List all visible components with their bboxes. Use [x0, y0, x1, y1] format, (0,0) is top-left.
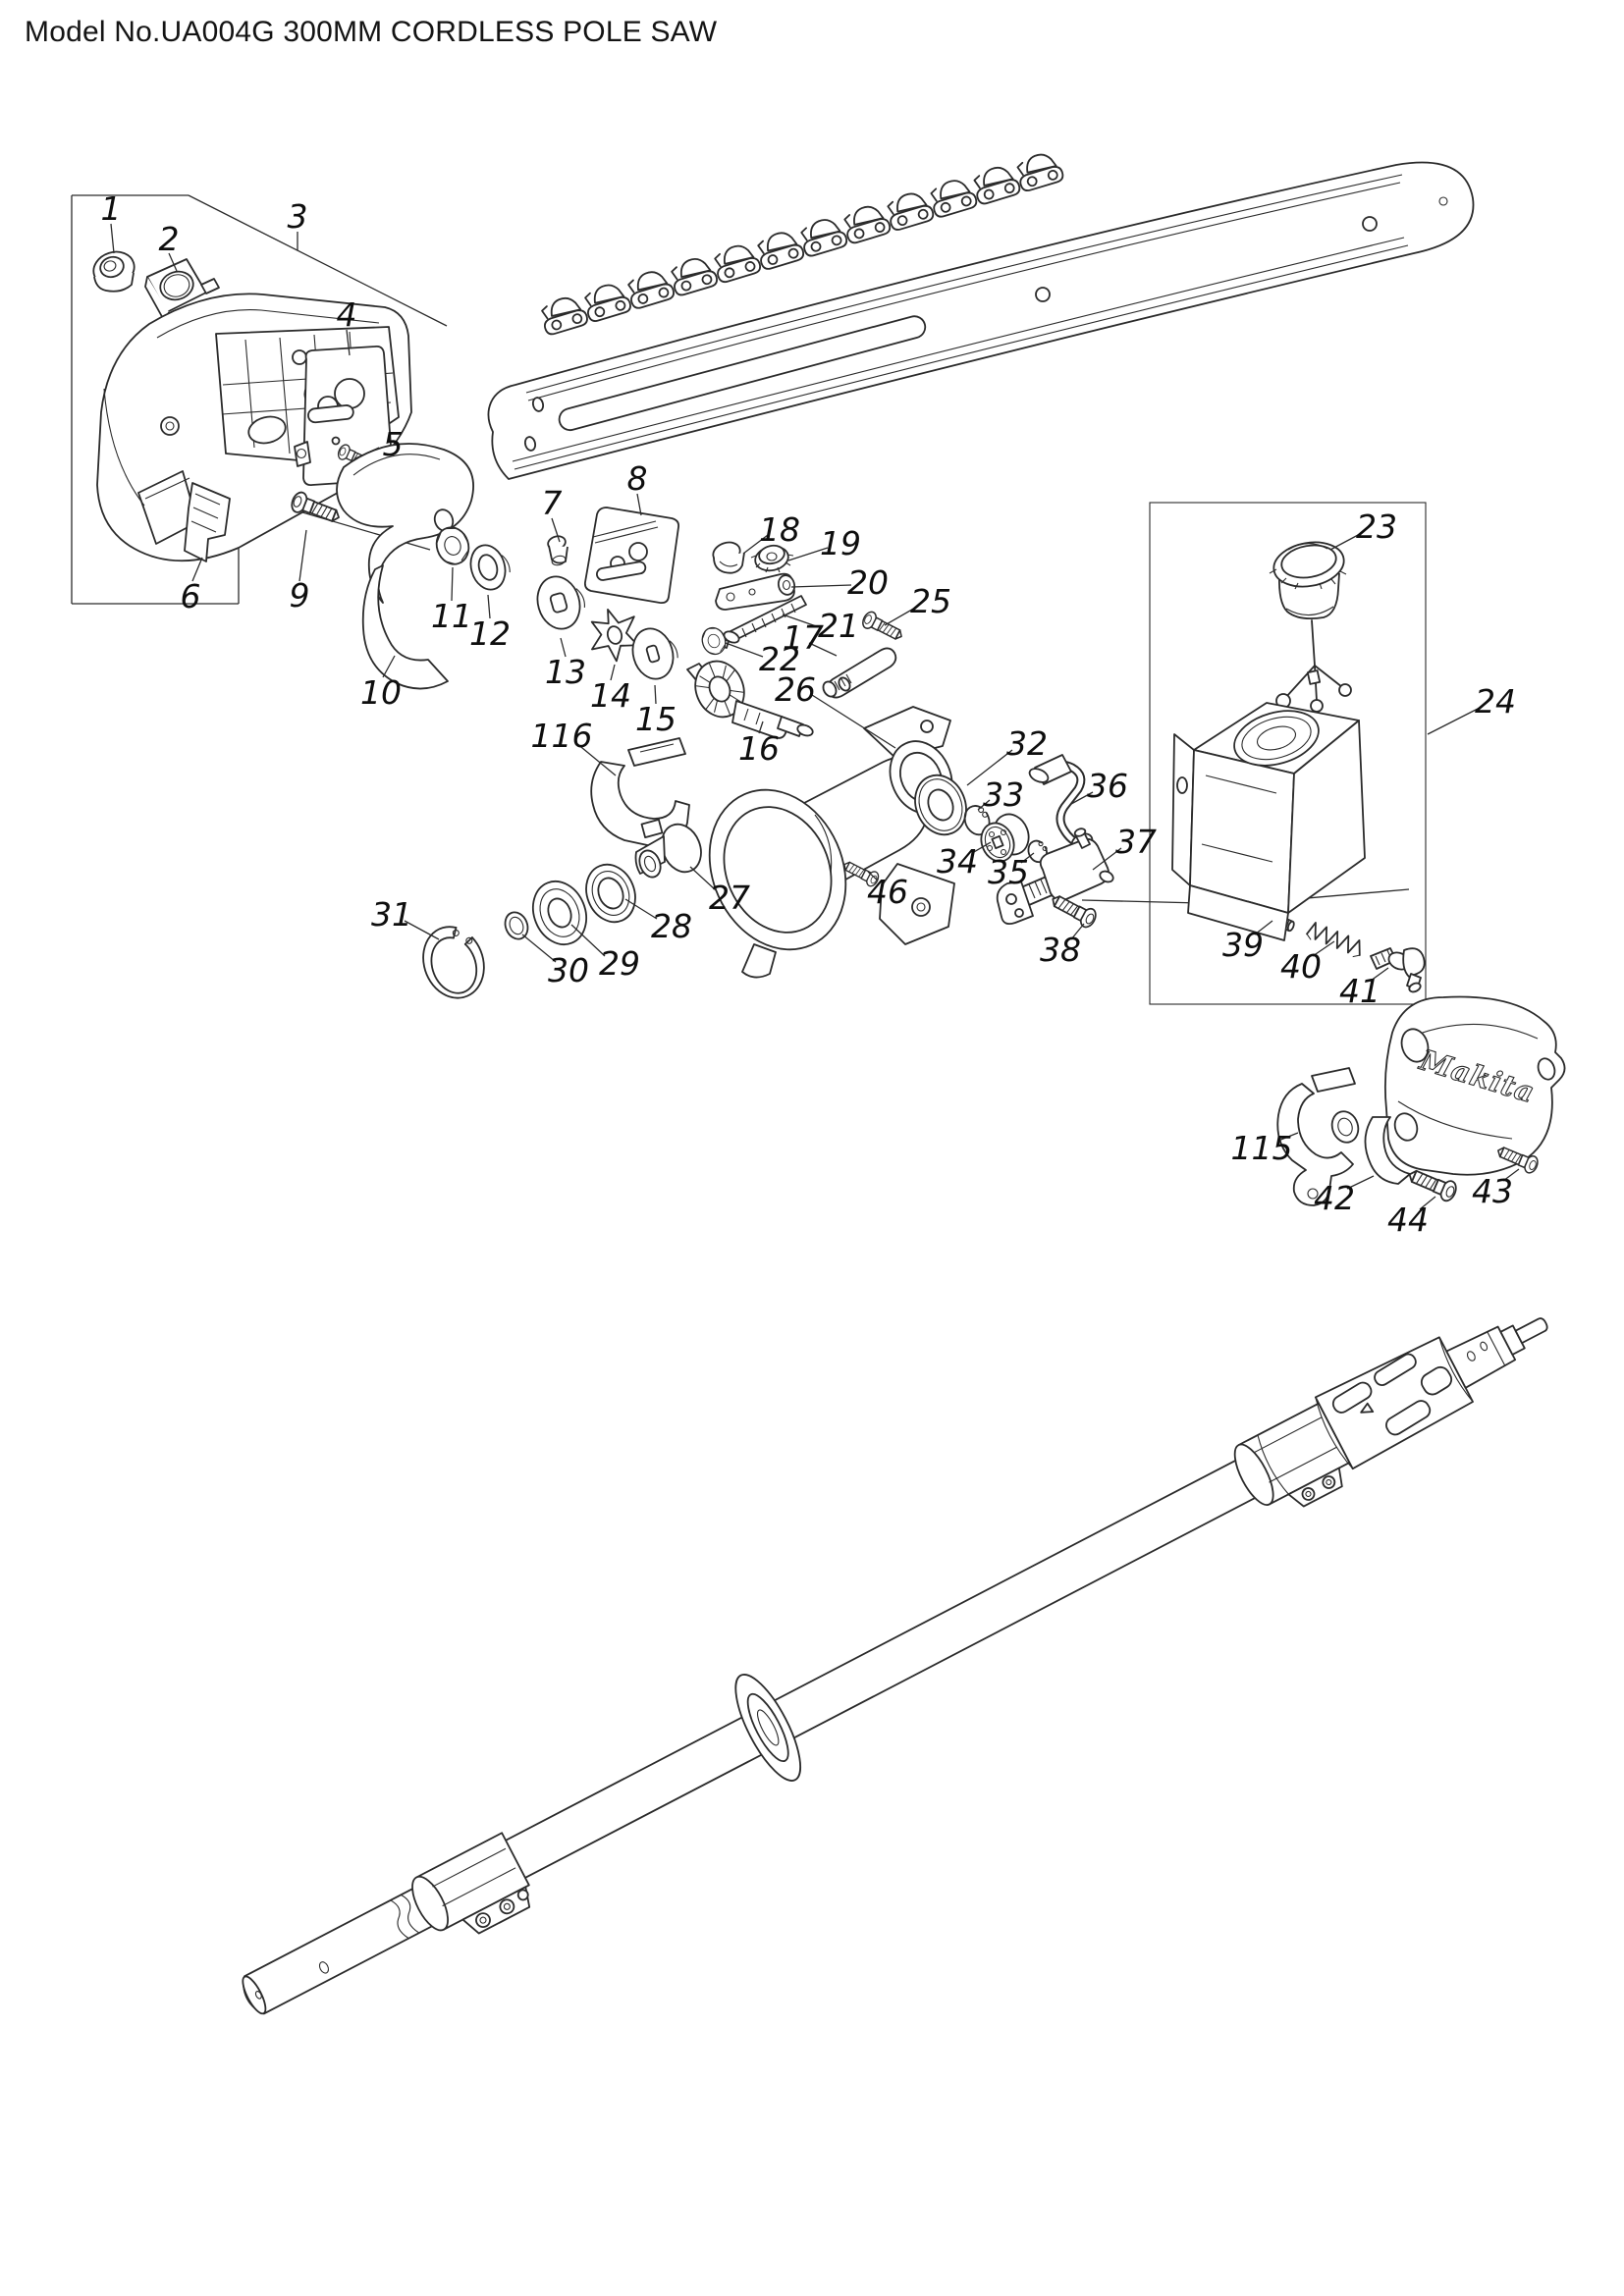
part-label-31: 31	[371, 895, 412, 934]
part-22-nut-drawing	[701, 626, 727, 656]
part-label-12: 12	[469, 614, 511, 653]
part-label-34: 34	[937, 842, 978, 881]
part-32-seal-drawing	[914, 774, 967, 836]
part-label-1: 1	[101, 189, 122, 228]
part-label-8: 8	[627, 459, 648, 498]
part-29-bearing-drawing	[532, 880, 587, 946]
part-23-oil-cap-drawing	[1269, 541, 1352, 713]
part-label-44: 44	[1387, 1201, 1429, 1239]
part-label-6: 6	[181, 577, 201, 615]
part-115-clamp-drawing	[1276, 1067, 1360, 1206]
part-11-nut-drawing	[435, 526, 470, 565]
part-19-gear-drawing	[750, 544, 794, 573]
part-25-screw-drawing	[859, 609, 906, 646]
part-label-18: 18	[759, 510, 800, 549]
part-12-washer-drawing	[469, 544, 511, 591]
part-16-gear-shaft-drawing	[686, 660, 814, 739]
part-label-3: 3	[288, 197, 308, 236]
part-1-cap-drawing	[92, 250, 135, 293]
part-label-32: 32	[1006, 724, 1048, 763]
part-label-17: 17	[783, 618, 824, 657]
part-label-115: 115	[1231, 1129, 1293, 1167]
part-label-43: 43	[1472, 1172, 1513, 1210]
part-label-7: 7	[542, 484, 563, 522]
part-label-2: 2	[159, 220, 180, 258]
part-label-21: 21	[818, 607, 859, 645]
part-label-5: 5	[383, 425, 404, 463]
part-label-24: 24	[1475, 682, 1516, 721]
part-label-16: 16	[738, 729, 780, 768]
part-34-pump-gear-drawing	[980, 813, 1030, 863]
part-6-lever-drawing	[184, 482, 231, 562]
part-41-valve-drawing	[1370, 947, 1426, 993]
part-label-30: 30	[548, 951, 589, 989]
part-label-27: 27	[709, 879, 750, 917]
part-label-116: 116	[531, 717, 593, 755]
part-27-bushing-drawing	[634, 823, 702, 879]
part-label-25: 25	[910, 582, 951, 620]
part-label-10: 10	[360, 673, 402, 712]
part-26-gear-housing-drawing	[708, 706, 955, 979]
part-label-13: 13	[545, 653, 586, 691]
part-4-gasket-drawing	[294, 345, 395, 487]
part-label-42: 42	[1314, 1179, 1355, 1217]
part-label-9: 9	[290, 576, 310, 614]
part-label-20: 20	[847, 563, 889, 602]
part-18-plug-drawing	[712, 541, 745, 574]
part-15-washer-drawing	[631, 627, 678, 680]
page-title: Model No.UA004G 300MM CORDLESS POLE SAW	[25, 16, 718, 48]
part-14-sprocket-drawing	[590, 609, 639, 663]
part-label-23: 23	[1356, 507, 1397, 546]
part-label-11: 11	[431, 597, 472, 635]
part-28-bearing-drawing	[585, 863, 636, 924]
part-label-37: 37	[1115, 823, 1157, 861]
part-label-35: 35	[988, 853, 1029, 891]
part-label-22: 22	[759, 640, 800, 678]
part-label-4: 4	[337, 295, 357, 334]
part-label-28: 28	[651, 907, 692, 945]
part-label-36: 36	[1087, 767, 1128, 805]
part-7-pin-drawing	[547, 535, 568, 566]
part-label-46: 46	[867, 873, 908, 911]
part-label-39: 39	[1222, 926, 1264, 964]
part-24-oil-tank-drawing	[1171, 702, 1366, 941]
part-label-29: 29	[599, 944, 640, 983]
part-label-33: 33	[983, 775, 1024, 814]
part-116-chain-guide-drawing	[590, 737, 690, 847]
leader-lines	[110, 223, 1520, 1210]
part-label-15: 15	[635, 700, 677, 738]
part-label-19: 19	[820, 524, 861, 562]
part-label-14: 14	[590, 676, 631, 715]
part-label-40: 40	[1280, 947, 1322, 986]
part-30-ring-drawing	[504, 911, 529, 940]
part-42-cover-drawing: Makita	[1364, 995, 1566, 1185]
part-label-38: 38	[1040, 931, 1081, 969]
part-labels: 1 2 3 4 5 6 7 8 9 10 11 12 13 14 15 16 1…	[101, 189, 1517, 1239]
part-label-41: 41	[1339, 972, 1380, 1010]
part-31-snap-ring-drawing	[422, 926, 485, 999]
guide-bar-drawing	[487, 161, 1475, 480]
pole-shaft-drawing	[242, 1317, 1548, 2015]
part-20-lever-drawing	[715, 572, 796, 611]
part-label-26: 26	[775, 670, 816, 709]
part-8-plate-drawing	[583, 507, 680, 605]
part-10-chain-guard-drawing	[336, 443, 474, 690]
part-17-slide-block-drawing	[822, 647, 897, 699]
part-37-oil-pump-drawing	[996, 828, 1114, 926]
part-13-disc-drawing	[536, 575, 585, 630]
part-40-spring-drawing	[1306, 922, 1361, 958]
